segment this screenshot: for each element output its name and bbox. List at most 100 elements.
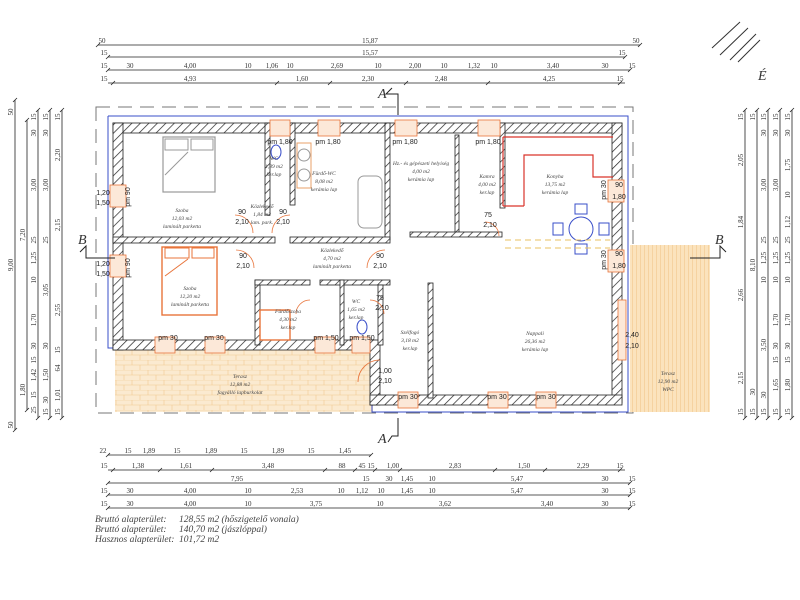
dimension-label: 30 xyxy=(127,487,135,495)
summary-label: Bruttó alapterület: xyxy=(95,525,167,535)
washer-drum xyxy=(297,148,311,162)
room-label: 12,03 m2 xyxy=(172,216,193,222)
opening-label: pm 30 xyxy=(536,394,556,401)
dimension-tick xyxy=(617,467,623,473)
toilet-icon xyxy=(270,144,282,160)
dimension-tick xyxy=(627,505,633,511)
dimension-label: 15 xyxy=(125,447,133,455)
section-b-right: B xyxy=(690,233,727,259)
dimension-tick xyxy=(35,107,41,113)
dimension-label: 1,00 xyxy=(387,462,400,470)
dimension-label: 15 xyxy=(308,447,316,455)
dimension-label: 30 xyxy=(749,388,757,396)
room-label: 4,00 m2 xyxy=(412,168,430,175)
dimension-label: 15 xyxy=(772,408,780,416)
dimension-label: 25 xyxy=(772,236,780,244)
dimension-label: 10 xyxy=(375,62,383,70)
area-summary: Bruttó alapterület: 128,55 m2 (hőszigetel… xyxy=(95,515,299,545)
dimension-label: 3,40 xyxy=(541,500,554,508)
dimension-tick xyxy=(110,467,116,473)
dimension-label: 1,45 xyxy=(401,487,414,495)
dimension-tick xyxy=(327,80,333,86)
door-swing xyxy=(271,214,291,234)
dimension-label: 30 xyxy=(772,129,780,137)
room-label: kerámia lap xyxy=(542,190,569,196)
dimension-label: 1,25 xyxy=(760,251,768,264)
dimension-label: 9,00 xyxy=(7,258,15,271)
dimension-tick xyxy=(627,492,633,498)
room-label: 8,08 m2 xyxy=(315,179,333,185)
dimension-tick xyxy=(12,427,18,433)
dimension-label: 1,61 xyxy=(180,462,193,470)
opening-label: 1,80 xyxy=(612,263,626,270)
summary-value: 128,55 m2 (hőszigetelő vonala) xyxy=(179,515,299,525)
room-label: fagyálló lapburkolat xyxy=(217,389,263,396)
dimension-label: 2,20 xyxy=(54,148,62,161)
dimension-label: 30 xyxy=(602,500,610,508)
room-label: WC xyxy=(352,299,361,305)
dimension-label: 1,25 xyxy=(30,251,38,264)
dimension-label: 3,50 xyxy=(760,338,768,351)
wall xyxy=(409,231,503,238)
wall xyxy=(264,122,271,216)
dimension-label: 10 xyxy=(760,276,768,284)
summary-label: Hasznos alapterület: xyxy=(95,535,175,545)
dimension-tick xyxy=(403,80,409,86)
dimension-label: 10 xyxy=(784,276,792,284)
opening-label: 1,50 xyxy=(96,200,110,207)
wall xyxy=(319,279,391,286)
dimension-label: 15,87 xyxy=(362,37,378,45)
dimension-label: 25 xyxy=(784,236,792,244)
opening-label: pm 1,80 xyxy=(392,139,417,146)
room-label: Terasz xyxy=(233,374,248,380)
dimension-label: 1,80 xyxy=(784,378,792,391)
dimension-label: 15 xyxy=(101,487,109,495)
dimension-label: 1,84 xyxy=(737,215,745,228)
shower-tray xyxy=(259,309,291,341)
washer xyxy=(296,142,312,189)
dimension-label: 30 xyxy=(127,62,135,70)
summary-value: 140,70 m2 (jászlóppal) xyxy=(179,525,267,535)
dimension-tick xyxy=(765,107,771,113)
dimension-label: 3,75 xyxy=(310,500,323,508)
dimension-label: 5,47 xyxy=(511,475,524,483)
window xyxy=(607,249,625,273)
dimension-label: 15,57 xyxy=(362,49,378,57)
dimension-tick xyxy=(372,467,378,473)
dimension-label: 10 xyxy=(245,487,253,495)
dimension-tick xyxy=(105,492,111,498)
dimension-label: 2,66 xyxy=(737,288,745,301)
dimension-label: 2,15 xyxy=(54,218,62,231)
room-label: 26,36 m2 xyxy=(525,339,546,345)
dimension-label: 4,25 xyxy=(543,75,556,83)
opening-label: 2,10 xyxy=(373,263,387,270)
dimension-label: 15 xyxy=(760,113,768,121)
bed-pillows xyxy=(164,247,215,277)
summary-label: Bruttó alapterület: xyxy=(95,515,167,525)
room-label: Szoba xyxy=(175,208,188,214)
dimension-label: 2,00 xyxy=(409,62,422,70)
dimension-label: 15 xyxy=(784,113,792,121)
room-label: WC xyxy=(270,156,279,162)
opening-label: pm 30 xyxy=(487,394,507,401)
dimension-label: 15 xyxy=(784,408,792,416)
opening-label: pm 1,50 xyxy=(313,335,338,342)
section-a-top: A xyxy=(377,87,399,115)
dimension-tick xyxy=(157,467,163,473)
dimension-label: 15 xyxy=(101,75,109,83)
dimension-label: 1,89 xyxy=(205,447,218,455)
section-a-bottom: A xyxy=(377,418,399,447)
dimension-tick xyxy=(105,452,111,458)
dimension-label: 1,12 xyxy=(784,215,792,228)
dimension-label: 10 xyxy=(377,500,385,508)
opening-label: 1,20 xyxy=(96,190,110,197)
dimension-label: 1,42 xyxy=(30,368,38,381)
dimension-label: 15 xyxy=(101,62,109,70)
wall xyxy=(289,236,391,244)
opening-label: pm 30 xyxy=(398,394,418,401)
room-label: kerámia lap xyxy=(522,347,549,353)
window xyxy=(487,391,509,409)
